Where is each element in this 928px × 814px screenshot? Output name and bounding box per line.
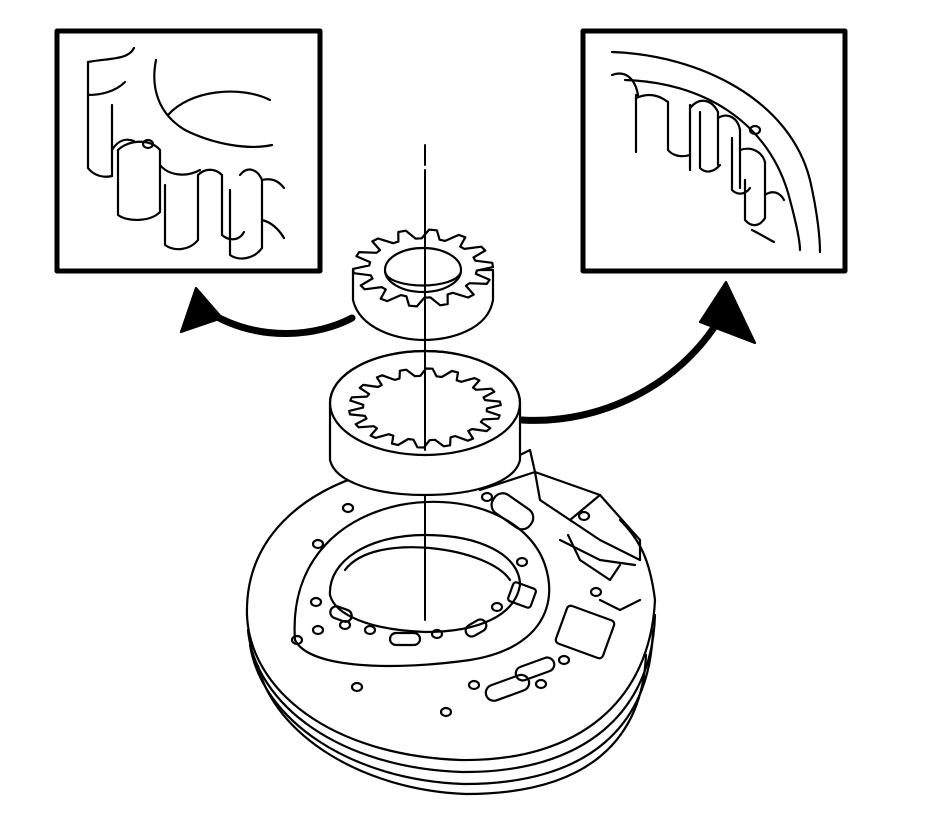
right-inset (580, 28, 848, 274)
hole (430, 628, 444, 640)
hole (363, 624, 377, 636)
drive-gear (351, 228, 495, 342)
hole (309, 596, 323, 608)
hole (311, 538, 325, 550)
hole (290, 634, 304, 646)
right-inset-frame (580, 28, 848, 274)
right-arrowhead-icon (698, 280, 757, 345)
drive-gear-bore (383, 246, 463, 294)
left-inset-gear-closeup (86, 46, 286, 260)
left-arrowhead-icon (179, 286, 224, 334)
hole (490, 601, 504, 613)
drive-gear-bore-depth (383, 270, 463, 287)
hole (439, 706, 453, 718)
hole (311, 624, 325, 636)
oil-passages (329, 492, 642, 702)
bolt-holes (290, 491, 603, 718)
hole (480, 491, 494, 503)
right-arrow (518, 280, 757, 424)
hole (341, 502, 355, 514)
left-inset (54, 28, 323, 274)
pump-body (245, 448, 657, 796)
left-inset-frame (54, 28, 323, 274)
hole (589, 586, 603, 598)
hole (350, 681, 364, 693)
hole (557, 654, 571, 666)
driven-gear-teeth (348, 367, 502, 449)
left-arrow (179, 286, 356, 337)
hole (577, 510, 591, 522)
hole (467, 679, 481, 691)
hole (515, 556, 529, 568)
hole (534, 678, 548, 690)
right-inset-ring-closeup (610, 50, 822, 254)
